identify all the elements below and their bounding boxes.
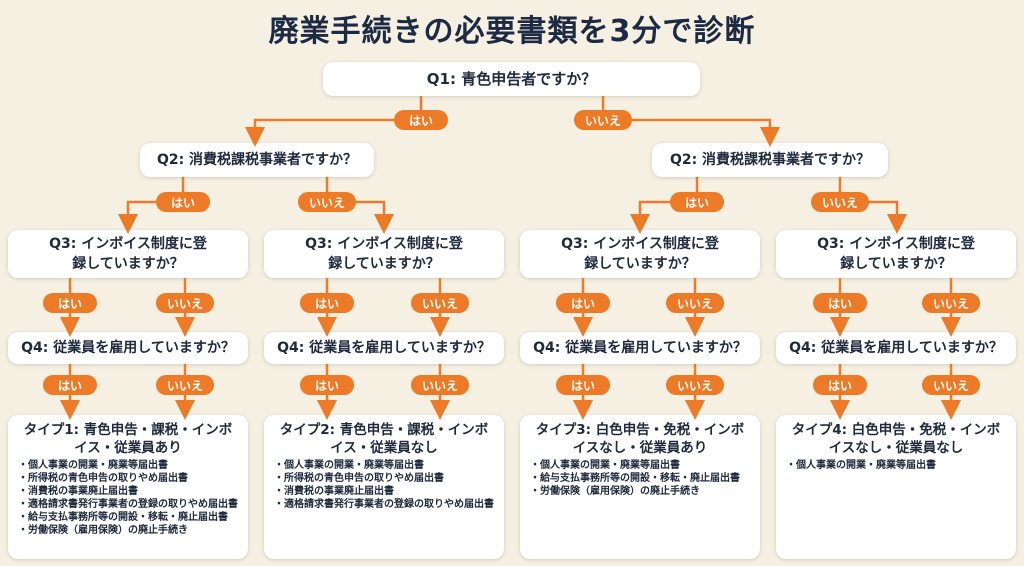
q4-yes-label: はい: [300, 375, 354, 395]
document-item: 消費税の事業廃止届出書: [274, 485, 494, 498]
result-type-3: タイプ3: 白色申告・免税・インボイスなし・従業員あり 個人事業の開業・廃業等届…: [520, 415, 760, 559]
q2-yes-label: はい: [670, 192, 724, 212]
result-title: タイプ1: 青色申告・課税・インボイス・従業員あり: [23, 422, 233, 456]
question-q4: Q4: 従業員を雇用していますか？: [8, 332, 248, 364]
q3-yes-label: はい: [43, 293, 97, 313]
q4-yes-label: はい: [556, 375, 610, 395]
result-title: タイプ4: 白色申告・免税・インボイスなし・従業員なし: [791, 422, 1001, 456]
q1-no-label: いいえ: [574, 110, 632, 130]
q2-no-label: いいえ: [811, 192, 869, 212]
document-item: 所得税の青色申告の取りやめ届出書: [18, 472, 238, 485]
document-item: 労働保険（雇用保険）の廃止手続き: [18, 524, 238, 537]
q3-yes-label: はい: [556, 293, 610, 313]
document-item: 労働保険（雇用保険）の廃止手続き: [530, 485, 750, 498]
q2-yes-label: はい: [156, 192, 210, 212]
page-title: 廃業手続きの必要書類を3分で診断: [268, 14, 756, 49]
question-q4: Q4: 従業員を雇用していますか？: [264, 332, 504, 364]
q4-no-label: いいえ: [922, 375, 980, 395]
connector: [245, 96, 423, 147]
document-item: 消費税の事業廃止届出書: [18, 485, 238, 498]
connector: [118, 177, 185, 234]
connector: [630, 177, 699, 234]
document-item: 適格請求書発行事業者の登録の取りやめ届出書: [18, 498, 238, 511]
document-list: 個人事業の開業・廃業等届出書: [786, 459, 1006, 472]
question-q2-right: Q2: 消費税課税事業者ですか？: [652, 143, 888, 177]
q4-no-label: いいえ: [156, 375, 214, 395]
result-type-4: タイプ4: 白色申告・免税・インボイスなし・従業員なし 個人事業の開業・廃業等届…: [776, 415, 1016, 559]
q4-no-label: いいえ: [411, 375, 469, 395]
q4-yes-label: はい: [43, 375, 97, 395]
document-item: 個人事業の開業・廃業等届出書: [530, 459, 750, 472]
q3-no-label: いいえ: [156, 293, 214, 313]
result-type-2: タイプ2: 青色申告・課税・インボイス・従業員なし 個人事業の開業・廃業等届出書…: [264, 415, 504, 559]
q3-yes-label: はい: [300, 293, 354, 313]
q2-no-label: いいえ: [298, 192, 356, 212]
document-item: 給与支払事務所等の開設・移転・廃止届出書: [530, 472, 750, 485]
question-q4: Q4: 従業員を雇用していますか？: [776, 332, 1016, 364]
document-item: 個人事業の開業・廃業等届出書: [274, 459, 494, 472]
result-title: タイプ2: 青色申告・課税・インボイス・従業員なし: [279, 422, 489, 456]
document-list: 個人事業の開業・廃業等届出書 給与支払事務所等の開設・移転・廃止届出書 労働保険…: [530, 459, 750, 498]
document-item: 個人事業の開業・廃業等届出書: [18, 459, 238, 472]
question-q1: Q1: 青色申告者ですか？: [323, 62, 700, 96]
result-title: タイプ3: 白色申告・免税・インボイスなし・従業員あり: [535, 422, 745, 456]
document-item: 適格請求書発行事業者の登録の取りやめ届出書: [274, 498, 494, 511]
document-item: 所得税の青色申告の取りやめ届出書: [274, 472, 494, 485]
q1-yes-label: はい: [394, 110, 448, 130]
question-q3: Q3: インボイス制度に登録していますか？: [8, 230, 248, 278]
question-q2-left: Q2: 消費税課税事業者ですか？: [140, 143, 374, 177]
document-item: 給与支払事務所等の開設・移転・廃止届出書: [18, 511, 238, 524]
q3-yes-label: はい: [813, 293, 867, 313]
q4-no-label: いいえ: [666, 375, 724, 395]
question-q3: Q3: インボイス制度に登録していますか？: [520, 230, 760, 278]
q3-no-label: いいえ: [411, 293, 469, 313]
result-type-1: タイプ1: 青色申告・課税・インボイス・従業員あり 個人事業の開業・廃業等届出書…: [8, 415, 248, 559]
document-list: 個人事業の開業・廃業等届出書 所得税の青色申告の取りやめ届出書 消費税の事業廃止…: [18, 459, 238, 537]
question-q4: Q4: 従業員を雇用していますか？: [520, 332, 760, 364]
connector: [601, 96, 780, 147]
document-list: 個人事業の開業・廃業等届出書 所得税の青色申告の取りやめ届出書 消費税の事業廃止…: [274, 459, 494, 511]
question-q3: Q3: インボイス制度に登録していますか？: [264, 230, 504, 278]
document-item: 個人事業の開業・廃業等届出書: [786, 459, 1006, 472]
q3-no-label: いいえ: [666, 293, 724, 313]
q3-no-label: いいえ: [922, 293, 980, 313]
question-q3: Q3: インボイス制度に登録していますか？: [776, 230, 1016, 278]
q4-yes-label: はい: [813, 375, 867, 395]
